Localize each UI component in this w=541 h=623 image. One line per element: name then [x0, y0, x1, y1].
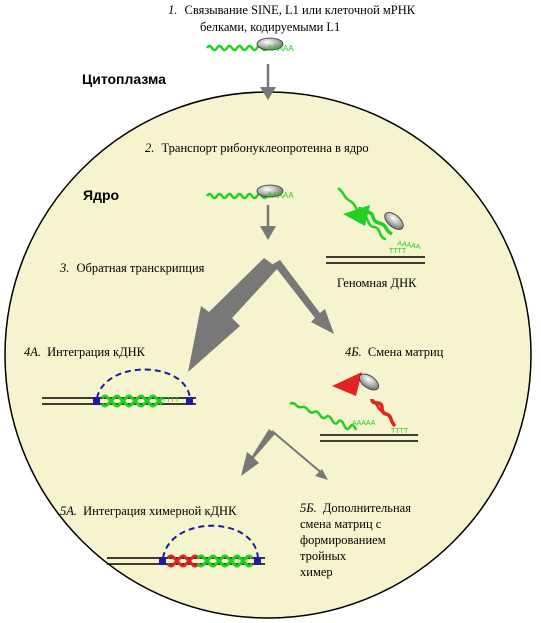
arrow-to-5a — [241, 429, 275, 476]
step1-text-line1: 1. Связывание SINE, L1 или клеточной мРН… — [168, 3, 416, 17]
polyA-3: AAAAA — [397, 240, 422, 251]
target-site-right-5a — [254, 557, 261, 565]
step4b-text: 4Б. Смена матриц — [345, 345, 444, 359]
target-site-right-4a — [186, 397, 193, 405]
arrow-to-5b-line — [271, 430, 325, 476]
arrow-step1-to-2 — [260, 64, 276, 100]
integration-5a: TTTT — [107, 524, 265, 568]
step5b-line2: смена матриц с — [300, 517, 382, 531]
protein-ellipse-2 — [256, 184, 284, 198]
arrow-step2-to-3 — [260, 205, 276, 240]
step5a-text: 5А. Интеграция химерной кДНК — [60, 504, 237, 518]
big-arrow-to-4a — [188, 258, 278, 372]
new-template-rna — [289, 401, 358, 431]
polyT-5a: TTTT — [232, 557, 250, 564]
step2-text: 2. Транспорт рибонуклеопротеина в ядро — [145, 141, 369, 155]
cdna-4a-top — [100, 394, 164, 402]
red-cdna-tail — [371, 399, 393, 421]
red-cdna-arrowhead — [332, 372, 362, 396]
mrna-wavy-2 — [205, 192, 269, 200]
genomic-dna-label: Геномная ДНК — [337, 276, 417, 290]
step5b-line5: химер — [300, 565, 333, 579]
chimera-red-top — [166, 554, 200, 562]
target-site-left-5a — [159, 557, 166, 565]
protein-ellipse-3 — [384, 212, 404, 230]
step5b-line4: тройных — [300, 549, 347, 563]
step5b-line3: формированием — [300, 533, 386, 547]
protein-ellipse-1 — [256, 37, 284, 51]
chimera-red-bottom — [166, 560, 200, 568]
chimera-green-bottom — [196, 560, 254, 568]
polyA-4b: AAAAA — [352, 420, 376, 427]
target-site-left-4a — [93, 397, 100, 405]
loop-4a — [96, 368, 191, 399]
integration-4a: TTTT — [42, 368, 196, 408]
split-arrows-4b — [241, 429, 328, 480]
polyT-4a: TTTT — [162, 397, 180, 404]
cytoplasm-label: Цитоплазма — [82, 71, 166, 87]
polyT-3: TTTT — [389, 248, 407, 255]
chimera-green-top — [196, 554, 254, 562]
loop-5a — [162, 524, 259, 559]
step4a-text: 4А. Интеграция кДНК — [24, 345, 146, 359]
polyA-1: AAAAA — [267, 44, 294, 53]
step5b-line1: 5Б. Дополнительная — [300, 501, 411, 515]
step1-rnp: AAAAA — [205, 37, 294, 53]
cdna-4a-bottom — [100, 400, 164, 408]
arrow-to-4b — [273, 260, 334, 334]
cdna-green-arrowhead — [343, 205, 370, 226]
step3-text: 3. Обратная транскрипция — [59, 261, 205, 275]
reverse-transcription-complex: AAAAA TTTT — [326, 187, 425, 264]
step2-rnp: AAAAA — [205, 184, 294, 200]
mrna-wavy-1 — [205, 44, 269, 52]
polyA-2: AAAAA — [267, 191, 294, 200]
arrow-to-5b-head — [315, 469, 328, 480]
step1-text-line2: белками, кодируемыми L1 — [200, 20, 340, 34]
nucleus-label: Ядро — [83, 187, 119, 203]
split-arrows — [188, 258, 334, 372]
protein-ellipse-4 — [358, 373, 380, 391]
template-switch-4b: AAAAA TTTT — [289, 372, 418, 442]
polyT-4b: TTTT — [391, 428, 409, 435]
